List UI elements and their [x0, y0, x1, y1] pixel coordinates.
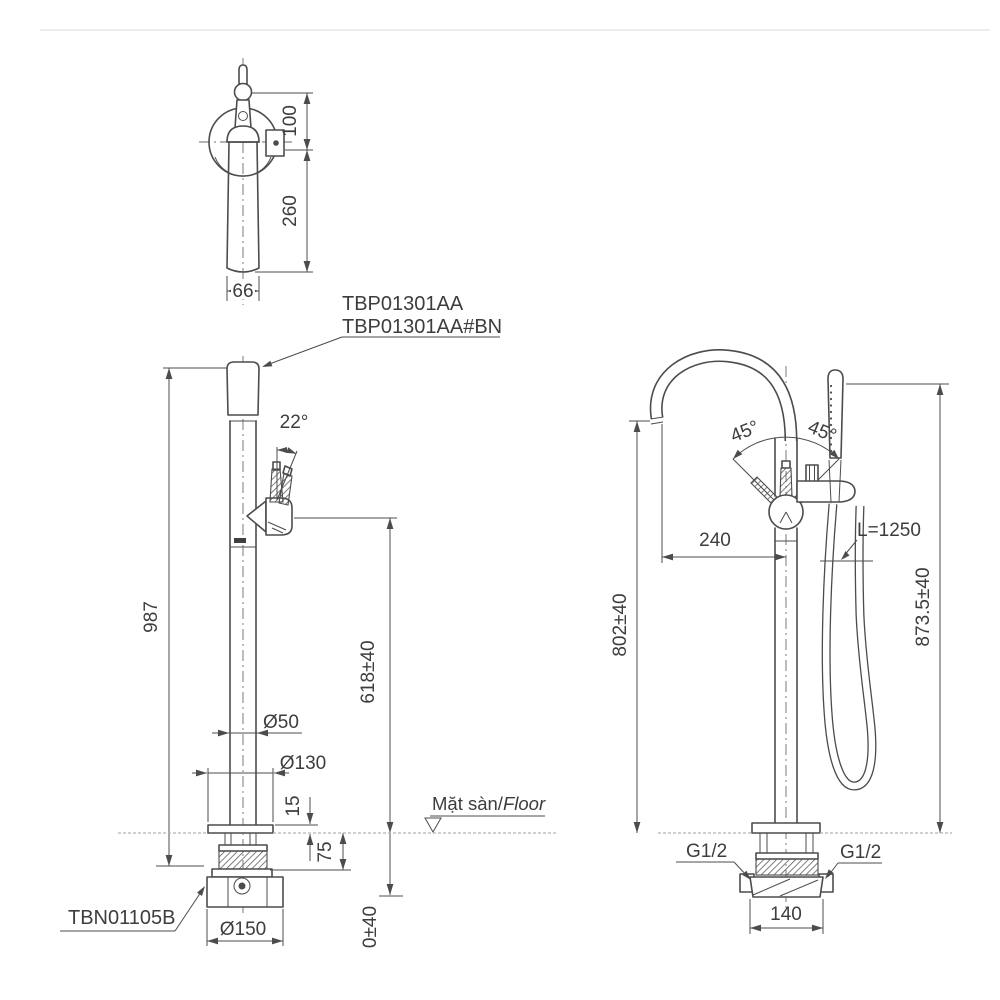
- dim-side-outlet-height: 802±40: [610, 593, 631, 656]
- floor-label: Mặt sàn/Floor: [424, 793, 546, 834]
- hose-length-label: L=1250: [857, 520, 921, 541]
- dim-base-diameter: Ø150: [220, 919, 266, 940]
- floor-level-symbol: [424, 817, 442, 834]
- dim-top-100: 100: [280, 105, 301, 137]
- thread-left-label: G1/2: [686, 841, 727, 862]
- dim-cover-diameter: Ø130: [280, 753, 326, 774]
- thread-left-leader: G1/2: [676, 841, 751, 880]
- thread-right-label: G1/2: [840, 842, 881, 863]
- dim-top-66: 66: [232, 281, 253, 302]
- dim-top-260: 260: [280, 195, 301, 227]
- temperature-mark: [234, 538, 246, 543]
- dim-below-floor: 75: [315, 841, 336, 862]
- dim-outlet-height: 618±40: [358, 640, 379, 703]
- front-view: 22° TBP01301AA TBP01301AA#BN 987 618±40 …: [60, 293, 556, 948]
- dim-handle-angle: 22°: [280, 412, 309, 433]
- top-view: 100 260 66: [199, 58, 313, 305]
- hose-length-leader: L=1250: [820, 520, 921, 562]
- dim-floor-tolerance: 0±40: [360, 906, 381, 948]
- svg-text:Mặt sàn/Floor: Mặt sàn/Floor: [432, 793, 546, 814]
- product-code-2: TBP01301AA#BN: [342, 316, 502, 338]
- dim-cover-height: 15: [283, 795, 304, 816]
- side-view: 45° 45° 240 802±40 873.5±40 L=1250: [610, 349, 952, 934]
- product-code-1: TBP01301AA: [342, 293, 464, 315]
- dim-shower-height: 873.5±40: [913, 567, 934, 646]
- product-code-leader: TBP01301AA TBP01301AA#BN: [262, 293, 502, 367]
- dim-column-diameter: Ø50: [263, 712, 299, 733]
- dim-side-spout-reach: 240: [699, 530, 731, 551]
- base-valve-code: TBN01105B: [68, 907, 175, 929]
- thread-right-leader: G1/2: [825, 842, 882, 879]
- dim-inlet-width: 140: [770, 904, 802, 925]
- base-valve-leader: TBN01105B: [60, 886, 205, 932]
- dim-total-height: 987: [141, 601, 162, 633]
